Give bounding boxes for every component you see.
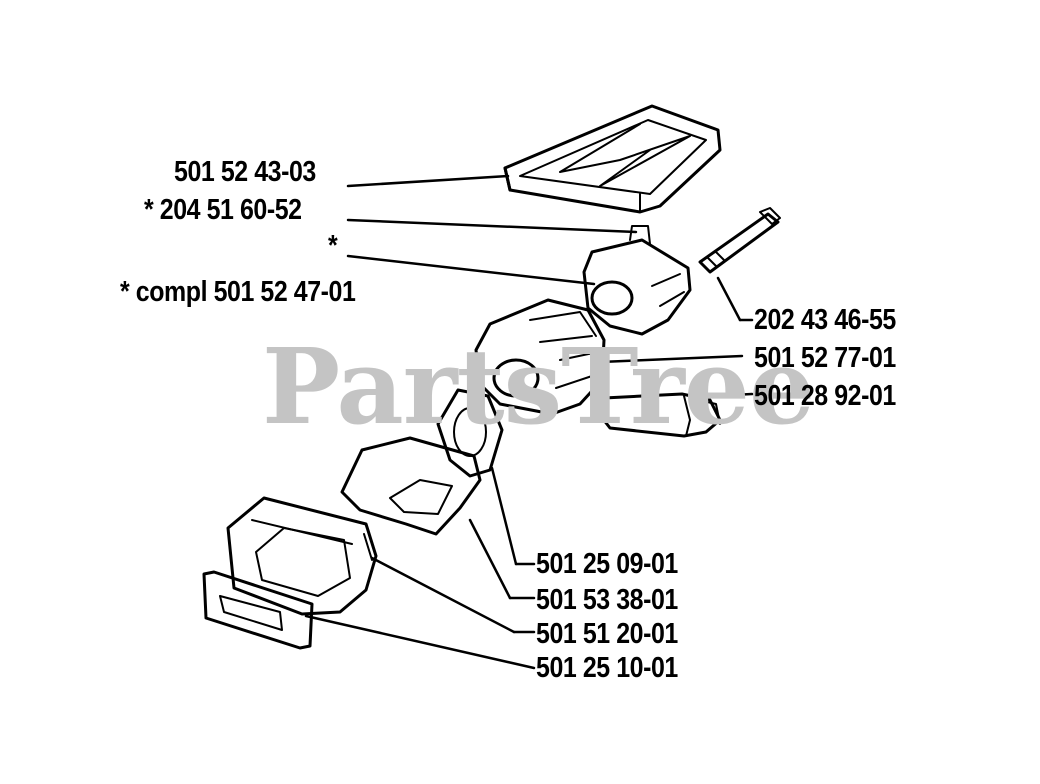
flat-gasket xyxy=(202,570,314,650)
part-number-label: 501 53 38-01 xyxy=(536,584,678,616)
carburetor-cover xyxy=(582,225,692,336)
part-number-label: 202 43 46-55 xyxy=(754,304,896,336)
carburetor-body xyxy=(474,298,606,416)
part-number-label: 501 52 43-03 xyxy=(174,156,316,188)
part-number-label: 501 51 20-01 xyxy=(536,618,678,650)
part-number-label: 501 28 92-01 xyxy=(754,380,896,412)
intake-flange xyxy=(226,496,378,616)
part-number-label: * xyxy=(328,230,338,262)
part-number-label: * compl 501 52 47-01 xyxy=(120,276,356,308)
part-number-label: 501 52 77-01 xyxy=(754,342,896,374)
part-number-label: * 204 51 60-52 xyxy=(144,194,302,226)
bolt xyxy=(698,207,781,274)
air-filter-cover xyxy=(503,104,722,214)
watermark: PartsTree xyxy=(262,325,815,448)
fuel-filter xyxy=(594,392,722,438)
part-number-label: 501 25 09-01 xyxy=(536,548,678,580)
insulator-block xyxy=(340,436,482,536)
leader-lines xyxy=(304,174,754,670)
part-number-label: 501 25 10-01 xyxy=(536,652,678,684)
